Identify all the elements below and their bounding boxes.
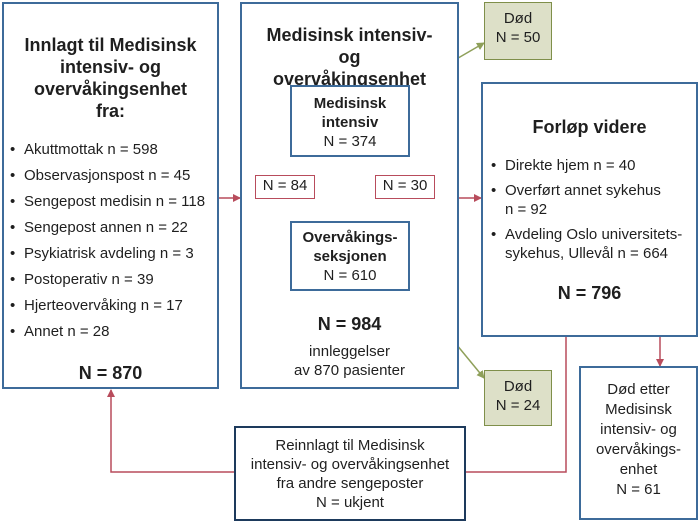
course-list: Direkte hjem n = 40 Overført annet sykeh… <box>491 156 688 263</box>
list-item: Overført annet sykehus n = 92 <box>491 181 688 219</box>
list-item: Postoperativ n = 39 <box>10 270 211 289</box>
course-title: Forløp videre <box>532 117 647 137</box>
transfer-up-label: N = 30 <box>375 175 435 199</box>
readmitted-box: Reinnlagt til Medisinsk intensiv- og ove… <box>234 426 466 521</box>
monitoring-box: Overvåkings- seksjonen N = 610 <box>290 221 410 291</box>
dead-bottom-box: Død N = 24 <box>484 370 552 426</box>
dead-after-text: Død etter Medisinsk intensiv- og overvåk… <box>595 381 682 478</box>
dead-after-box: Død etter Medisinsk intensiv- og overvåk… <box>579 366 698 520</box>
monitoring-name: Overvåkings- seksjonen <box>302 229 398 265</box>
list-item: Psykiatrisk avdeling n = 3 <box>10 244 211 263</box>
list-item: Hjerteovervåking n = 17 <box>10 296 211 315</box>
unit-total: N = 984 <box>317 314 382 334</box>
dead-top-count: N = 50 <box>495 29 541 46</box>
dead-top-label: Død <box>503 10 533 27</box>
unit-note-line2: av 870 pasienter <box>294 362 405 379</box>
transfer-down-label: N = 84 <box>255 175 315 199</box>
intensive-name: Medisinsk intensiv <box>313 95 387 131</box>
list-item: Avdeling Oslo universitets- sykehus, Ull… <box>491 225 688 263</box>
intensive-count: N = 374 <box>323 133 377 150</box>
list-item: Direkte hjem n = 40 <box>491 156 688 175</box>
list-item: Sengepost annen n = 22 <box>10 218 211 237</box>
unit-note-line1: innleggelser <box>309 343 390 360</box>
intensive-box: Medisinsk intensiv N = 374 <box>290 85 410 157</box>
admitted-list: Akuttmottak n = 598 Observasjonspost n =… <box>10 140 211 341</box>
course-total: N = 796 <box>557 283 622 303</box>
dead-top-box: Død N = 50 <box>484 2 552 60</box>
readmitted-count: N = ukjent <box>316 494 384 511</box>
admitted-title: Innlagt til Medisinsk intensiv- og overv… <box>24 35 197 121</box>
list-item: Observasjonspost n = 45 <box>10 166 211 185</box>
list-item: Annet n = 28 <box>10 322 211 341</box>
dead-after-count: N = 61 <box>616 481 661 498</box>
readmitted-text: Reinnlagt til Medisinsk intensiv- og ove… <box>250 437 450 492</box>
monitoring-count: N = 610 <box>323 267 377 284</box>
admitted-box: Innlagt til Medisinsk intensiv- og overv… <box>2 2 219 389</box>
dead-bottom-count: N = 24 <box>495 397 541 414</box>
list-item: Sengepost medisin n = 118 <box>10 192 211 211</box>
list-item: Akuttmottak n = 598 <box>10 140 211 159</box>
course-box: Forløp videre Direkte hjem n = 40 Overfø… <box>481 82 698 337</box>
unit-title: Medisinsk intensiv- og overvåkingsenhet <box>266 25 433 89</box>
admitted-total: N = 870 <box>78 363 143 383</box>
dead-bottom-label: Død <box>503 378 533 395</box>
